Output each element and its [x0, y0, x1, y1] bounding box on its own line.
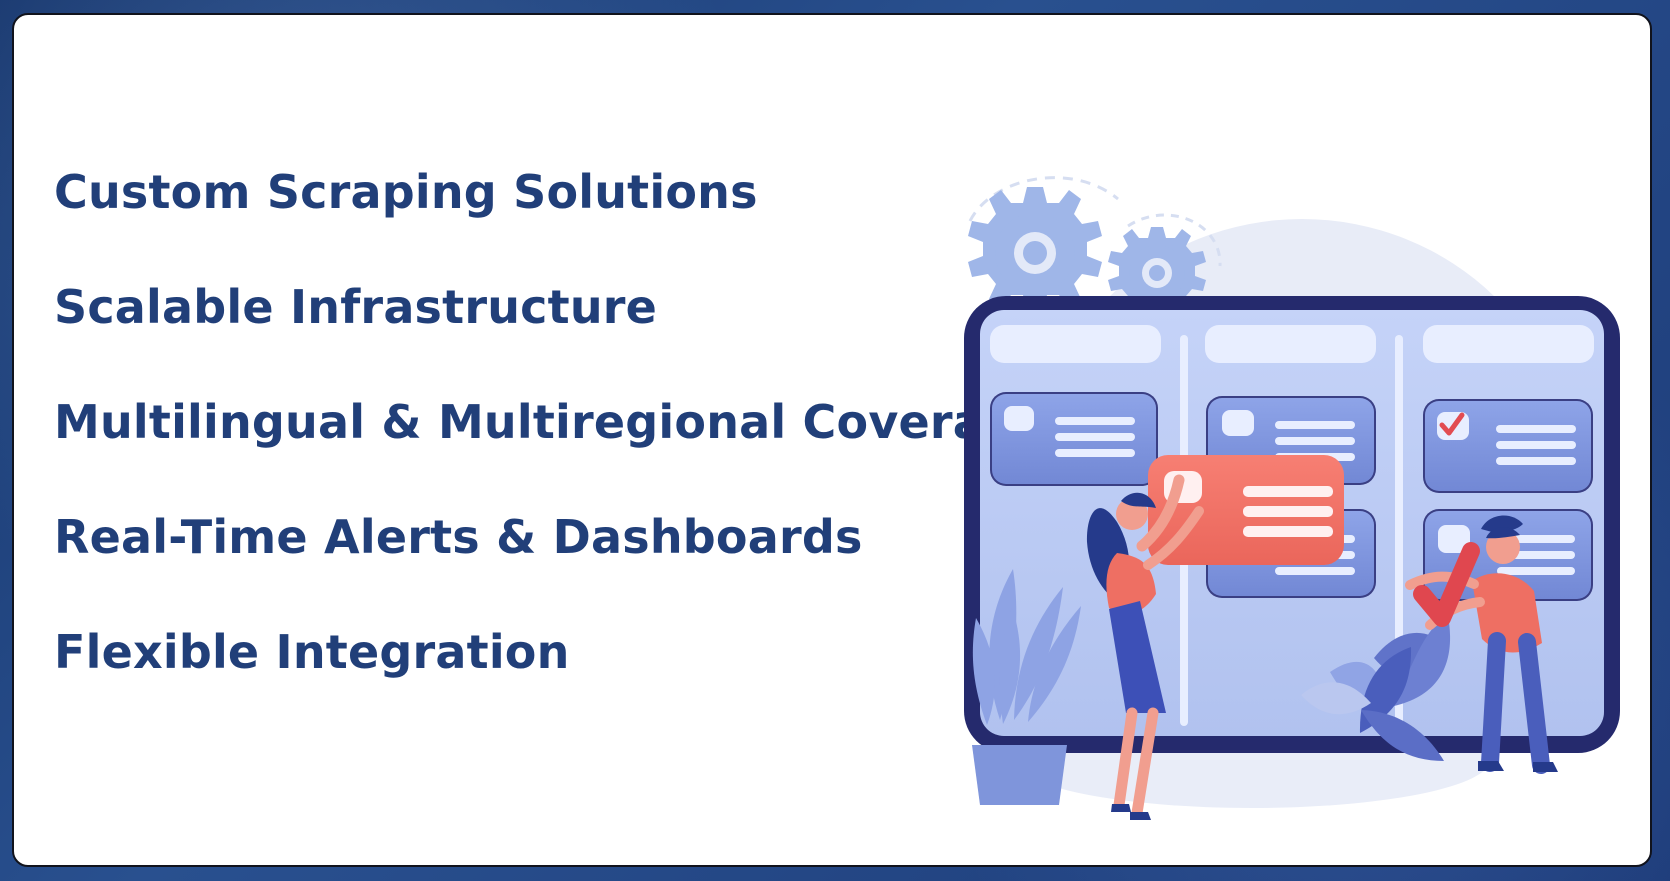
feature-label: Real-Time Alerts & Dashboards	[54, 510, 863, 564]
column-divider	[1395, 335, 1403, 726]
gear-icon	[1108, 227, 1206, 315]
task-card	[990, 392, 1158, 486]
content-card: Custom Scraping Solutions Scalable Infra…	[12, 13, 1652, 867]
woman-figure	[1086, 474, 1204, 820]
dashed-arc-right	[1127, 213, 1222, 267]
feature-item-real-time-alerts: Real-Time Alerts & Dashboards	[54, 512, 1049, 627]
gear-icon	[968, 187, 1102, 311]
task-card	[1423, 399, 1593, 493]
kanban-board-illustration	[952, 165, 1642, 855]
feature-label: Custom Scraping Solutions	[54, 165, 758, 219]
feature-label: Scalable Infrastructure	[54, 280, 658, 334]
moving-card	[1148, 455, 1344, 565]
feature-label: Multilingual & Multiregional Coverage	[54, 395, 1049, 449]
check-icon	[1439, 412, 1465, 436]
feature-item-flexible-integration: Flexible Integration	[54, 627, 1049, 742]
plant-pot	[972, 745, 1067, 805]
plant-right	[1301, 616, 1451, 761]
feature-item-scalable-infrastructure: Scalable Infrastructure	[54, 282, 1049, 397]
column-header	[1205, 325, 1376, 363]
check-icon	[1413, 542, 1480, 627]
column-header	[1423, 325, 1594, 363]
dashed-arc-left	[968, 176, 1119, 222]
feature-item-custom-scraping: Custom Scraping Solutions	[54, 167, 1049, 282]
plant-left	[972, 569, 1081, 725]
man-figure	[1405, 515, 1558, 774]
feature-item-multilingual-coverage: Multilingual & Multiregional Coverage	[54, 397, 1049, 512]
feature-label: Flexible Integration	[54, 625, 570, 679]
illustration-svg	[964, 176, 1620, 820]
feature-list: Custom Scraping Solutions Scalable Infra…	[54, 167, 1049, 742]
column-header	[990, 325, 1161, 363]
